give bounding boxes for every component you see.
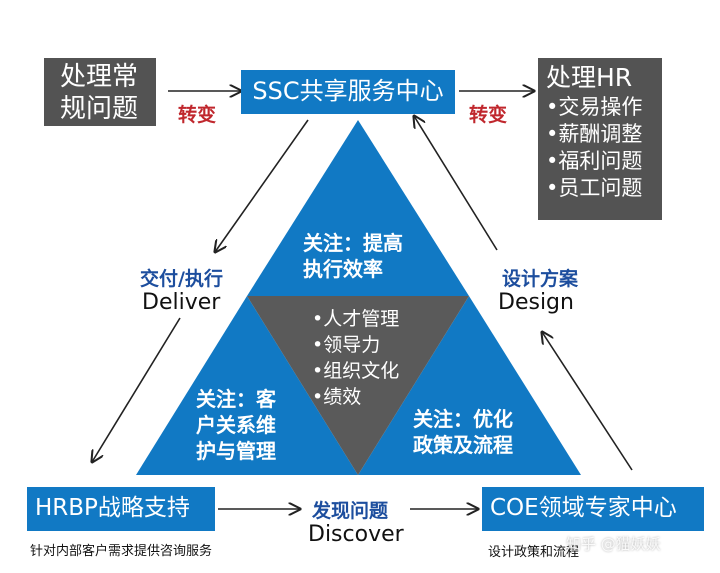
transform-label-right: 转变 bbox=[469, 104, 508, 126]
arrow-ssc-to-deliver bbox=[215, 119, 309, 252]
right-triangle bbox=[358, 296, 581, 475]
watermark: 知乎 @猫妖妖 bbox=[566, 535, 661, 553]
left-triangle-line: 护与管理 bbox=[196, 439, 276, 463]
hr-handling-title: 处理HR bbox=[546, 63, 633, 92]
deliver-label-zh: 交付/执行 bbox=[140, 268, 223, 290]
hrbp-title: HRBP战略支持 bbox=[35, 495, 190, 521]
hr-handling-item: •福利问题 bbox=[546, 149, 643, 173]
discover-label-zh: 发现问题 bbox=[312, 500, 389, 522]
design-label-zh: 设计方案 bbox=[502, 268, 579, 290]
center-triangle bbox=[247, 296, 469, 475]
top-triangle-line: 关注：提高 bbox=[303, 231, 403, 255]
hrbp-box: HRBP战略支持 bbox=[27, 487, 215, 531]
right-triangle-line: 政策及流程 bbox=[413, 433, 513, 457]
top-triangle bbox=[247, 120, 469, 296]
routine-issues-box: 处理常 规问题 bbox=[44, 58, 156, 126]
hr-handling-item: •薪酬调整 bbox=[546, 122, 643, 146]
right-triangle-line: 关注：优化 bbox=[413, 407, 513, 431]
ssc-title: SSC共享服务中心 bbox=[252, 77, 444, 105]
left-triangle-line: 关注：客 bbox=[196, 387, 276, 411]
hrbp-caption: 针对内部客户需求提供咨询服务 bbox=[30, 544, 213, 559]
center-triangle-list: •人才管理 •领导力 •组织文化 •绩效 bbox=[312, 306, 399, 410]
coe-caption: 设计政策和流程 bbox=[488, 545, 580, 560]
deliver-label-en: Deliver bbox=[142, 290, 221, 315]
hr-handling-box: 处理HR •交易操作 •薪酬调整 •福利问题 •员工问题 bbox=[538, 58, 662, 220]
center-triangle-item: •人才管理 bbox=[312, 308, 400, 330]
arrow-deliver-to-hrbp bbox=[92, 317, 181, 462]
center-triangle-item: •绩效 bbox=[312, 386, 362, 408]
top-triangle-text: 关注：提高 执行效率 bbox=[303, 230, 403, 282]
arrow-coe-to-design bbox=[542, 332, 633, 471]
coe-title: COE领域专家中心 bbox=[490, 495, 677, 521]
hr-handling-item: •员工问题 bbox=[546, 176, 643, 200]
top-triangle-line: 执行效率 bbox=[303, 257, 383, 281]
coe-box: COE领域专家中心 bbox=[482, 487, 704, 531]
routine-issues-line-2: 规问题 bbox=[60, 94, 139, 124]
transform-label-left: 转变 bbox=[178, 104, 217, 126]
left-triangle-line: 户关系维 bbox=[196, 413, 276, 437]
design-label-en: Design bbox=[498, 290, 574, 315]
right-triangle-text: 关注：优化 政策及流程 bbox=[413, 406, 513, 458]
ssc-box: SSC共享服务中心 bbox=[241, 70, 455, 114]
left-triangle bbox=[136, 296, 358, 475]
routine-issues-line-1: 处理常 bbox=[60, 62, 139, 92]
center-triangle-item: •组织文化 bbox=[312, 360, 400, 382]
arrow-design-to-ssc bbox=[414, 116, 498, 251]
left-triangle-text: 关注：客 户关系维 护与管理 bbox=[196, 386, 276, 464]
hr-handling-item: •交易操作 bbox=[546, 95, 643, 119]
center-triangle-item: •领导力 bbox=[312, 334, 381, 356]
discover-label-en: Discover bbox=[308, 522, 404, 547]
